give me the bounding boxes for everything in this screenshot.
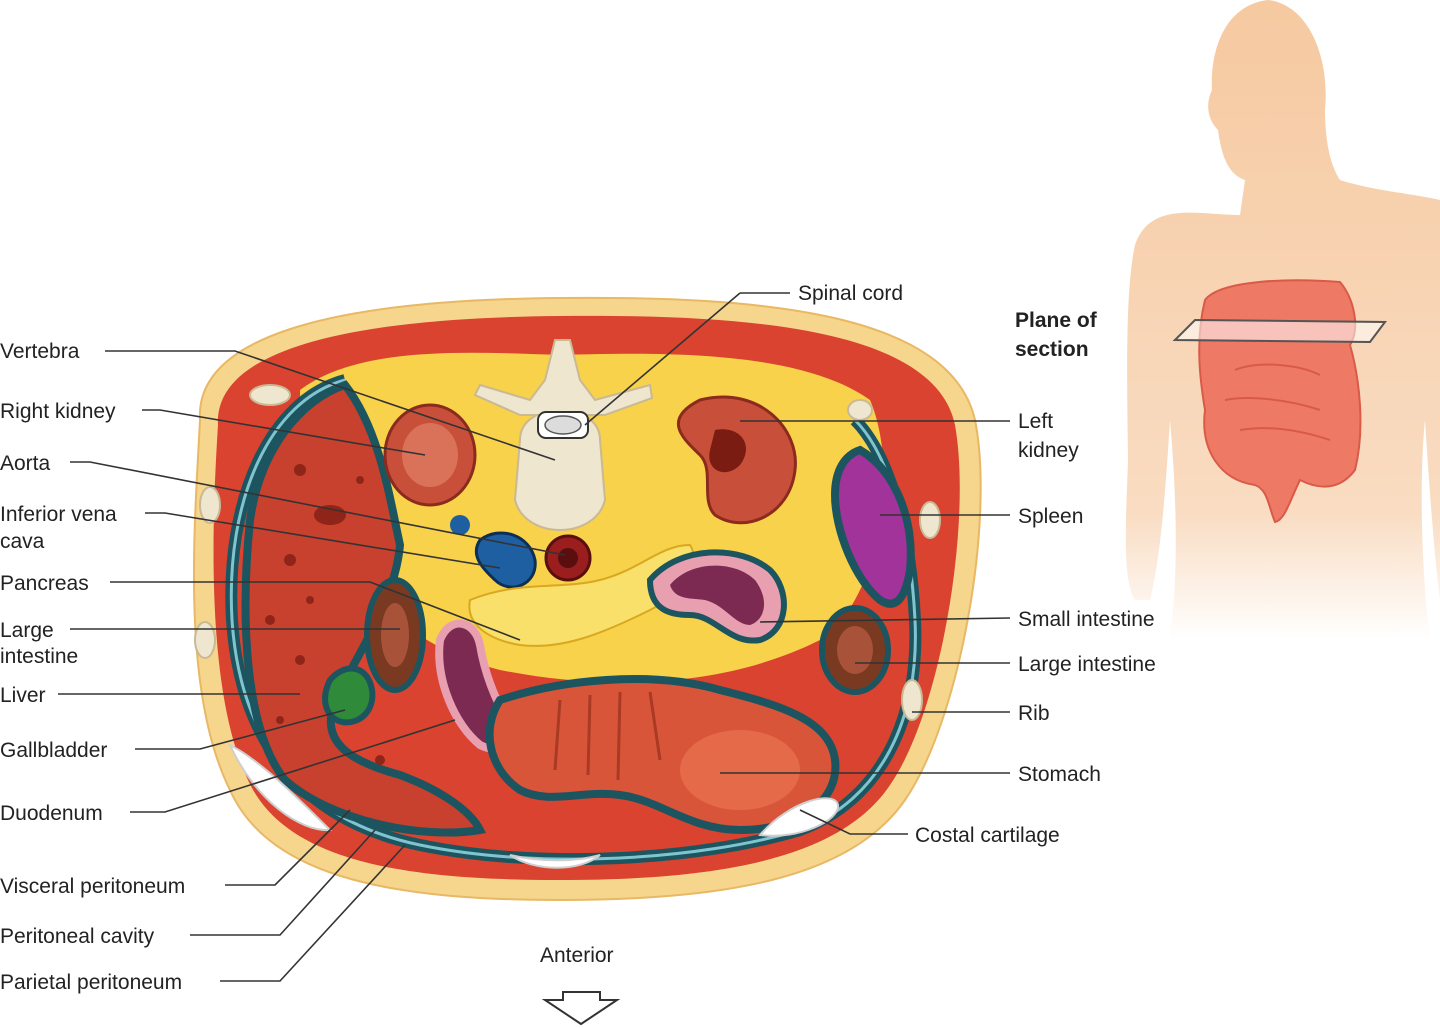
label-large-intestine-right: Large intestine bbox=[1018, 653, 1156, 676]
label-anterior: Anterior bbox=[540, 944, 614, 967]
cross-section bbox=[193, 296, 982, 902]
label-gallbladder: Gallbladder bbox=[0, 739, 107, 762]
label-left-kidney-1: Left bbox=[1018, 410, 1053, 433]
label-liver: Liver bbox=[0, 684, 46, 707]
label-peritoneal-cavity: Peritoneal cavity bbox=[0, 925, 155, 948]
label-right-kidney: Right kidney bbox=[0, 400, 116, 423]
label-left-kidney-2: kidney bbox=[1018, 439, 1079, 462]
label-spinal-cord: Spinal cord bbox=[798, 282, 903, 305]
label-large-intestine-left-1: Large bbox=[0, 619, 54, 642]
label-stomach: Stomach bbox=[1018, 763, 1101, 786]
leader-lines bbox=[58, 292, 1011, 982]
spleen-shape bbox=[830, 445, 915, 608]
label-spleen: Spleen bbox=[1018, 505, 1083, 528]
label-ivc-line1: Inferior vena bbox=[0, 503, 117, 526]
label-parietal-peritoneum: Parietal peritoneum bbox=[0, 971, 182, 994]
label-costal-cartilage: Costal cartilage bbox=[915, 824, 1060, 847]
rib-shape bbox=[901, 679, 923, 721]
plane-of-section-slab bbox=[1172, 318, 1387, 344]
label-rib: Rib bbox=[1018, 702, 1050, 725]
gallbladder-shape bbox=[322, 665, 376, 726]
label-plane-of: Plane of bbox=[1015, 309, 1098, 332]
label-duodenum: Duodenum bbox=[0, 802, 103, 825]
labels: Spinal cord Vertebra Right kidney Aorta … bbox=[0, 282, 1156, 994]
label-section: section bbox=[1015, 338, 1089, 361]
spinal-cord-shape bbox=[544, 415, 582, 435]
label-small-intestine: Small intestine bbox=[1018, 608, 1155, 631]
label-aorta: Aorta bbox=[0, 452, 51, 475]
body-silhouette-figure bbox=[1125, 0, 1440, 640]
label-pancreas: Pancreas bbox=[0, 572, 89, 595]
label-vertebra: Vertebra bbox=[0, 340, 80, 363]
label-large-intestine-left-2: intestine bbox=[0, 645, 78, 668]
label-ivc-line2: cava bbox=[0, 530, 45, 553]
anterior-arrow-icon bbox=[541, 991, 621, 1026]
vertebra bbox=[473, 339, 654, 532]
costal-cartilage-shape bbox=[758, 797, 839, 837]
label-visceral-peritoneum: Visceral peritoneum bbox=[0, 875, 185, 898]
